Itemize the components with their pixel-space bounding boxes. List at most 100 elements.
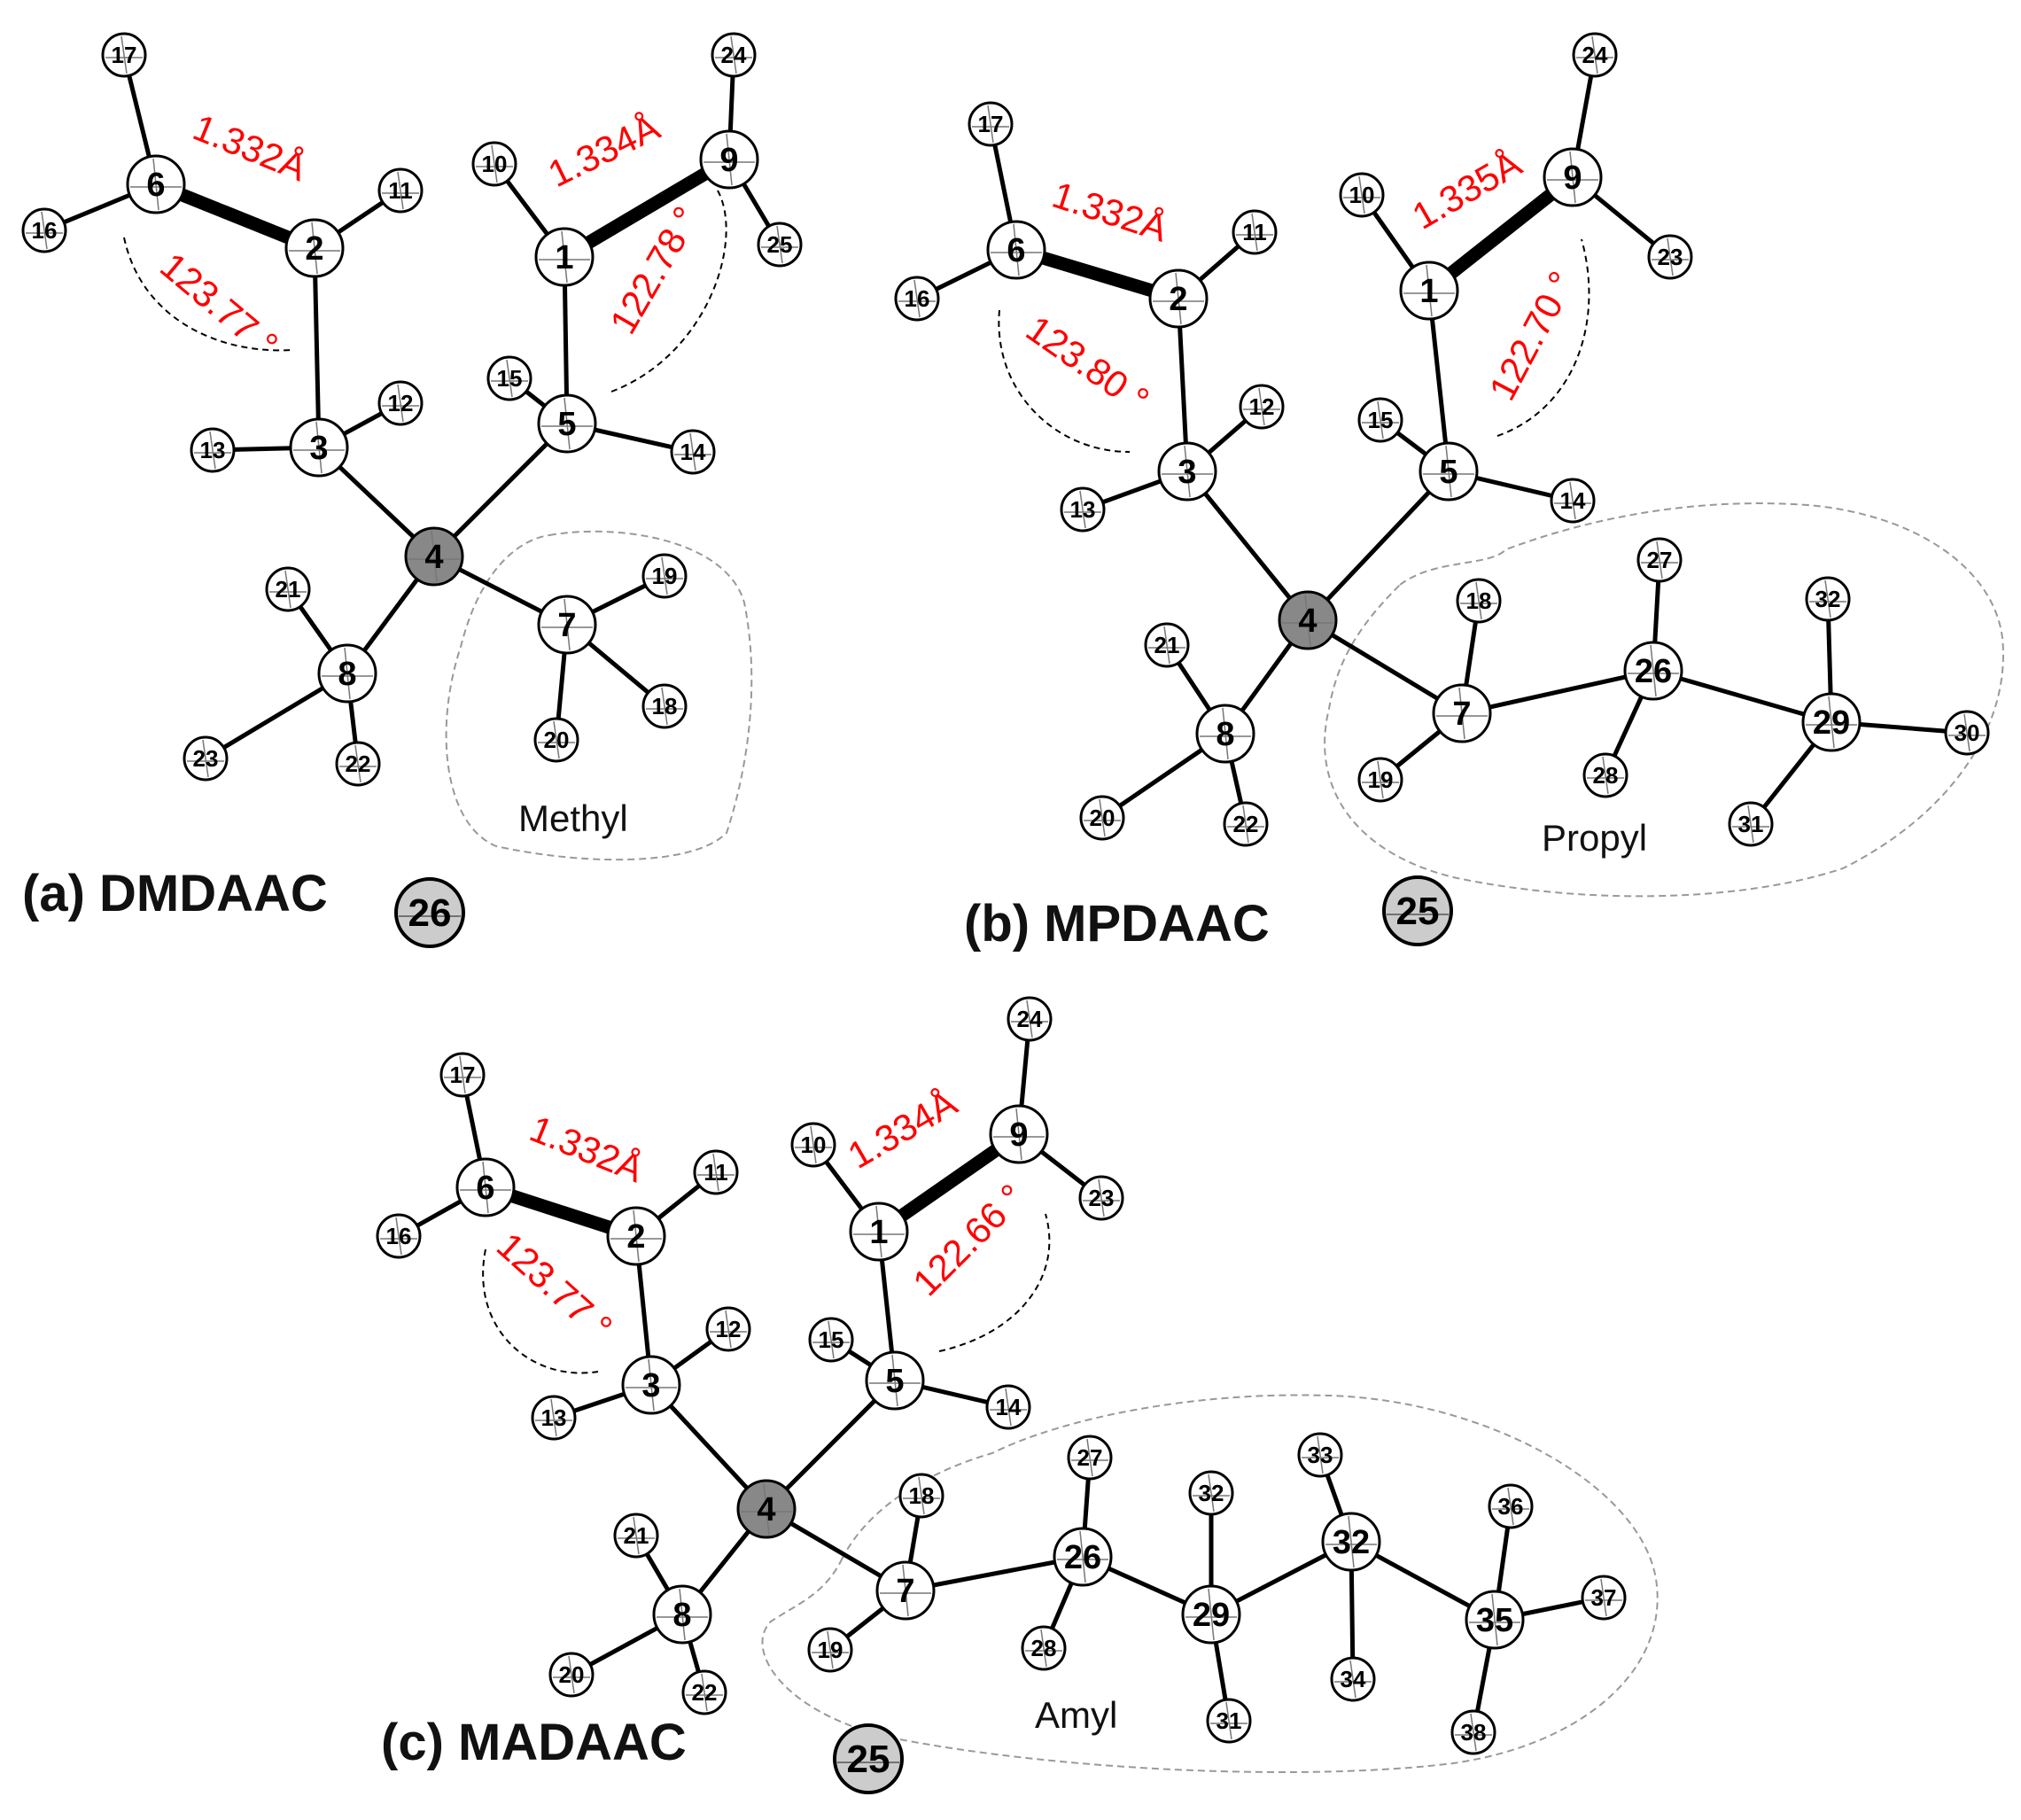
atom-axis-line bbox=[561, 230, 568, 284]
atom-axis-line bbox=[1824, 579, 1831, 618]
atom-32: 32 bbox=[1321, 1512, 1381, 1572]
atom-24: 24 bbox=[1007, 996, 1053, 1042]
atom-axis-line bbox=[568, 1655, 575, 1694]
atom-15: 15 bbox=[486, 355, 532, 401]
atom-11: 11 bbox=[693, 1149, 739, 1195]
atom-label: 1 bbox=[1419, 273, 1438, 310]
atom-label: 24 bbox=[721, 42, 747, 68]
atom-label: 38 bbox=[1461, 1719, 1487, 1746]
atom-label: 24 bbox=[1017, 1006, 1043, 1032]
atom-18: 18 bbox=[898, 1473, 944, 1519]
atom-29: 29 bbox=[1181, 1584, 1241, 1645]
atom-label: 11 bbox=[1242, 219, 1267, 245]
atom-label: 5 bbox=[557, 406, 576, 443]
atom-axis-line bbox=[1184, 445, 1191, 498]
atom-axis-line bbox=[726, 133, 733, 186]
atom-axis-line bbox=[1258, 387, 1265, 426]
bond-5-4 bbox=[1306, 470, 1450, 622]
atom-axis-line bbox=[776, 225, 783, 264]
atom-axis-line bbox=[1475, 581, 1482, 620]
atom-axis-line bbox=[1079, 490, 1086, 529]
bond-26-29 bbox=[1652, 668, 1832, 725]
atom-label: 23 bbox=[1658, 244, 1683, 270]
group-label-propyl: Propyl bbox=[1542, 817, 1647, 859]
atom-30: 30 bbox=[1944, 710, 1990, 756]
atom-label: 16 bbox=[386, 1223, 412, 1249]
atom-label: 6 bbox=[146, 167, 165, 204]
substituent-region-outline bbox=[1324, 502, 2004, 898]
atom-10: 10 bbox=[471, 141, 517, 187]
atom-axis-line bbox=[1569, 481, 1576, 520]
atom-label: 26 bbox=[1635, 653, 1672, 690]
atom-label: 1 bbox=[555, 239, 573, 276]
atom-axis-line bbox=[1426, 264, 1433, 317]
atom-axis-line bbox=[397, 384, 404, 423]
atom-2: 2 bbox=[606, 1206, 666, 1266]
angle-arc-2 bbox=[610, 190, 727, 393]
atom-3: 3 bbox=[1157, 441, 1217, 502]
atom-axis-line bbox=[482, 1161, 489, 1214]
atom-axis-line bbox=[1086, 1438, 1093, 1477]
counter-ion-c: 25 bbox=[833, 1723, 904, 1794]
atom-axis-line bbox=[354, 744, 361, 783]
atom-6: 6 bbox=[126, 154, 186, 214]
atom-22: 22 bbox=[335, 741, 381, 787]
counter-ion-circle bbox=[1382, 875, 1453, 946]
atom-label: 15 bbox=[819, 1326, 844, 1353]
atom-6: 6 bbox=[455, 1157, 516, 1217]
atom-18: 18 bbox=[641, 683, 688, 729]
atom-15: 15 bbox=[1357, 397, 1403, 443]
atom-label: 7 bbox=[896, 1573, 914, 1610]
atom-label: 24 bbox=[1582, 42, 1608, 68]
atom-axis-line bbox=[431, 530, 438, 583]
angle-arc-1 bbox=[123, 237, 293, 352]
atom-21: 21 bbox=[1144, 622, 1190, 668]
atom-10: 10 bbox=[1339, 172, 1385, 218]
atom-axis-line bbox=[1208, 1474, 1215, 1513]
atom-24: 24 bbox=[1572, 32, 1618, 78]
atom-label: 9 bbox=[719, 142, 738, 179]
atom-axis-line bbox=[564, 598, 571, 651]
atom-axis-line bbox=[1317, 1435, 1324, 1474]
atom-35: 35 bbox=[1465, 1590, 1525, 1650]
atom-27: 27 bbox=[1067, 1435, 1113, 1481]
atom-axis-line bbox=[1208, 1588, 1215, 1641]
atom-label: 18 bbox=[1466, 587, 1492, 614]
atom-axis-line bbox=[1098, 1178, 1105, 1217]
atom-label: 21 bbox=[1154, 632, 1180, 658]
atom-label: 12 bbox=[1249, 393, 1275, 420]
atom-label: 18 bbox=[909, 1482, 935, 1509]
atom-axis-line bbox=[1015, 1108, 1022, 1161]
atom-1: 1 bbox=[1399, 261, 1459, 321]
atom-label: 23 bbox=[1089, 1185, 1115, 1211]
atom-axis-line bbox=[661, 687, 668, 726]
atom-16: 16 bbox=[376, 1213, 422, 1259]
atom-label: 36 bbox=[1498, 1493, 1524, 1520]
atom-28: 28 bbox=[1021, 1625, 1067, 1671]
atom-axis-line bbox=[120, 35, 128, 74]
atom-label: 31 bbox=[1738, 811, 1764, 837]
atom-label: 9 bbox=[1563, 159, 1582, 197]
atom-14: 14 bbox=[985, 1384, 1031, 1430]
atom-5: 5 bbox=[865, 1350, 925, 1411]
panel-label-a: (a) DMDAAC bbox=[22, 865, 328, 922]
atom-label: 15 bbox=[1368, 407, 1394, 433]
atom-19: 19 bbox=[641, 553, 688, 599]
atom-axis-line bbox=[1242, 805, 1249, 844]
atom-axis-line bbox=[987, 105, 994, 144]
atom-3: 3 bbox=[621, 1355, 681, 1415]
atom-label: 20 bbox=[559, 1661, 585, 1688]
atom-9: 9 bbox=[1543, 147, 1603, 207]
counter-ion-label: 26 bbox=[408, 891, 452, 935]
substituent-region-outline bbox=[445, 530, 753, 861]
atom-axis-line bbox=[1507, 1487, 1514, 1526]
atom-axis-line bbox=[1225, 1701, 1232, 1740]
atom-23: 23 bbox=[183, 735, 229, 782]
atom-37: 37 bbox=[1581, 1575, 1627, 1621]
double-bond-1-9 bbox=[561, 153, 733, 263]
atom-18: 18 bbox=[1456, 578, 1502, 624]
atom-17: 17 bbox=[101, 32, 147, 78]
